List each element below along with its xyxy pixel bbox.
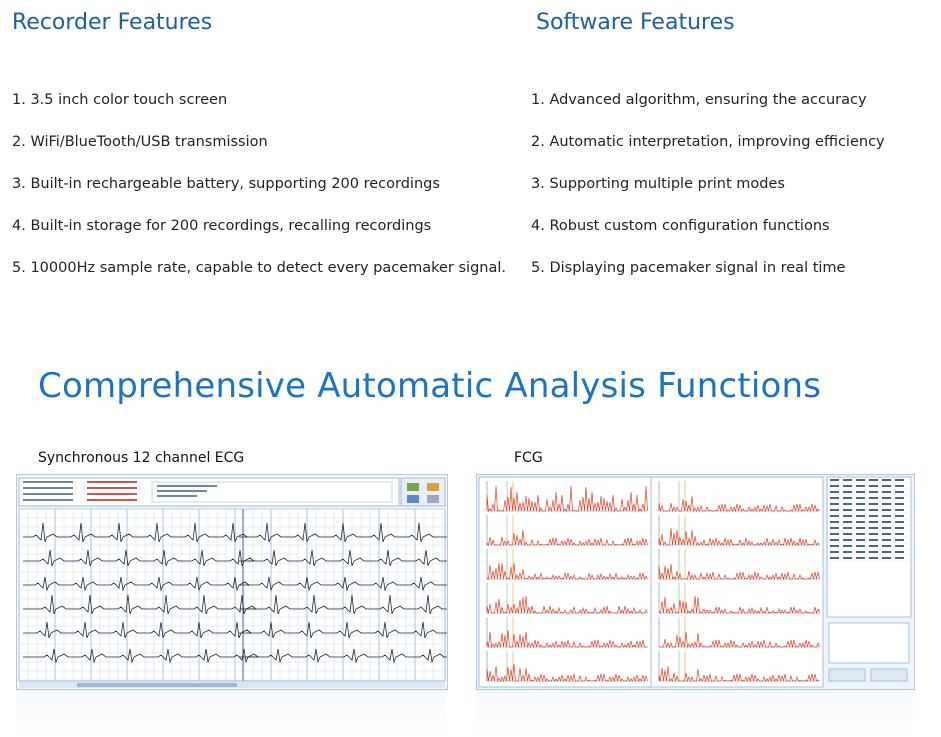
ecg-image bbox=[17, 475, 447, 689]
recorder-features-title: Recorder Features bbox=[12, 10, 213, 35]
fcg-screenshot bbox=[476, 474, 915, 690]
fcg-image bbox=[477, 475, 914, 689]
software-features-title: Software Features bbox=[536, 10, 735, 35]
list-item: 2. WiFi/BlueTooth/USB transmission bbox=[12, 134, 268, 150]
fcg-label: FCG bbox=[514, 450, 543, 466]
list-item: 5. 10000Hz sample rate, capable to detec… bbox=[12, 260, 507, 276]
recorder-features-list: 1. 3.5 inch color touch screen 2. WiFi/B… bbox=[12, 92, 506, 302]
ecg-reflection bbox=[16, 690, 446, 737]
list-item: 3. Supporting multiple print modes bbox=[531, 176, 785, 192]
list-item: 1. Advanced algorithm, ensuring the accu… bbox=[531, 92, 867, 108]
ecg-screenshot bbox=[16, 474, 448, 690]
list-item: 4. Robust custom configuration functions bbox=[531, 218, 830, 234]
list-item: 4. Built-in storage for 200 recordings, … bbox=[12, 218, 432, 234]
ecg-label: Synchronous 12 channel ECG bbox=[38, 450, 245, 466]
list-item: 2. Automatic interpretation, improving e… bbox=[531, 134, 885, 150]
analysis-title: Comprehensive Automatic Analysis Functio… bbox=[38, 366, 822, 406]
list-item: 1. 3.5 inch color touch screen bbox=[12, 92, 228, 108]
list-item: 5. Displaying pacemaker signal in real t… bbox=[531, 260, 846, 276]
fcg-reflection bbox=[476, 690, 913, 737]
list-item: 3. Built-in rechargeable battery, suppor… bbox=[12, 176, 440, 192]
software-features-list: 1. Advanced algorithm, ensuring the accu… bbox=[531, 92, 885, 302]
